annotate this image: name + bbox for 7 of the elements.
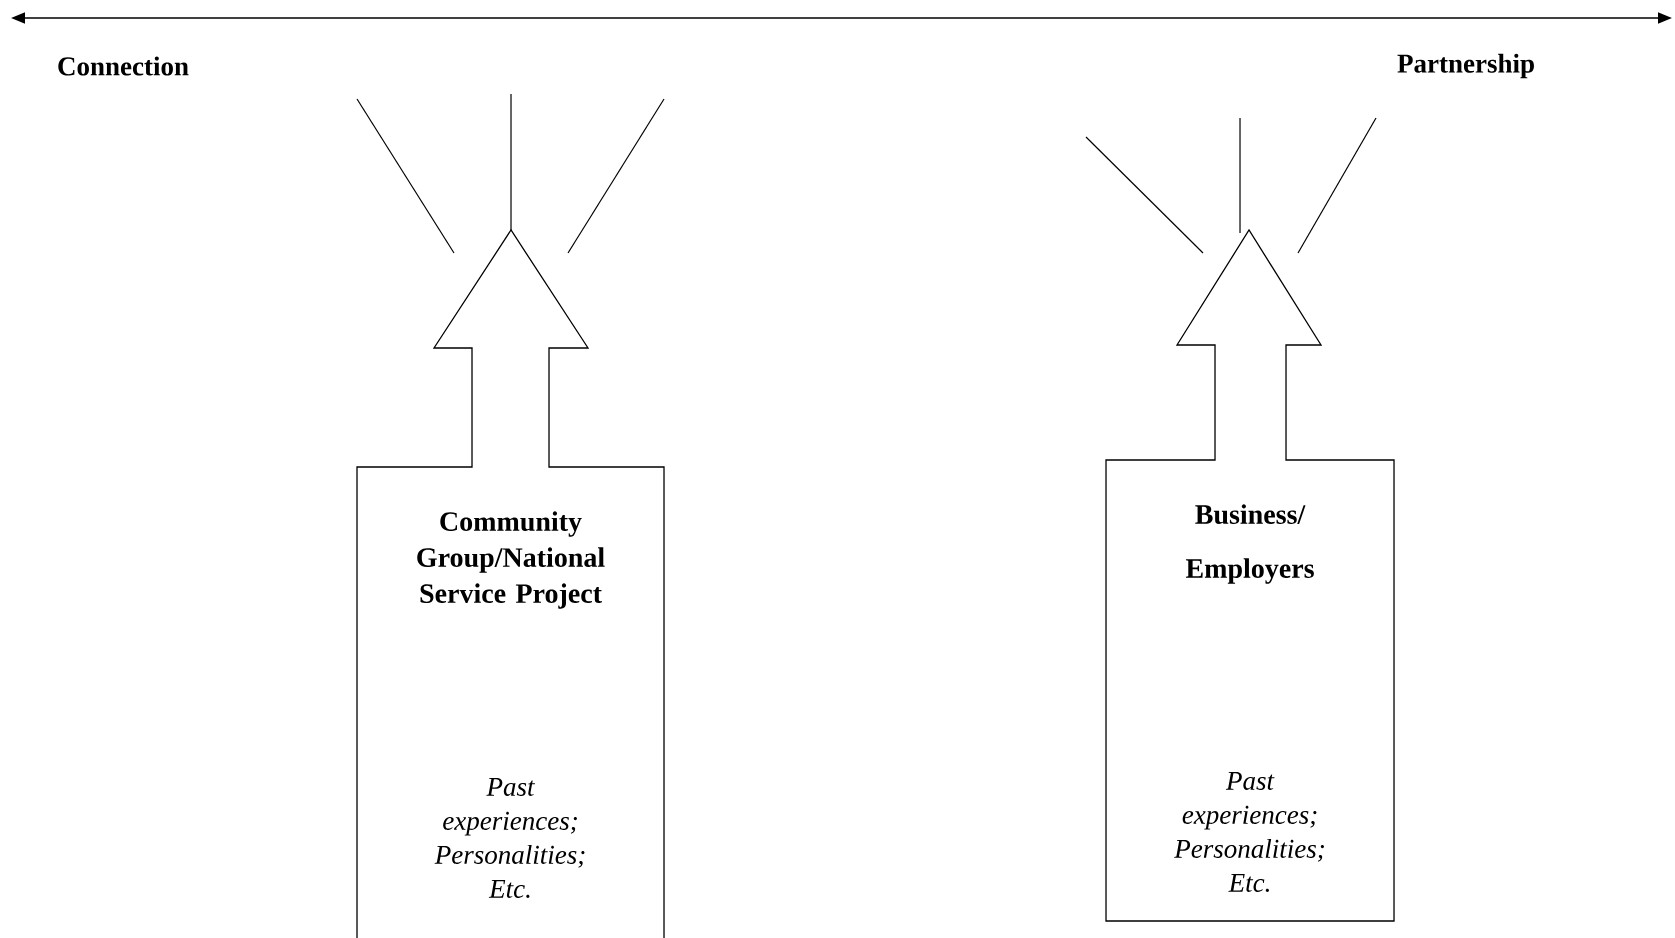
scale-label: Connection: [58, 56, 189, 76]
arrow-box: [1105, 228, 1395, 922]
heading: Community Group/National Service Project: [417, 511, 605, 609]
scale-label: Partnership: [1397, 53, 1534, 79]
note-text: Past experiences; Personalities; Etc.: [434, 777, 585, 899]
note-text: Past experiences; Personalities; Etc.: [1174, 771, 1324, 893]
heading: Business/ Employers: [1185, 504, 1314, 584]
